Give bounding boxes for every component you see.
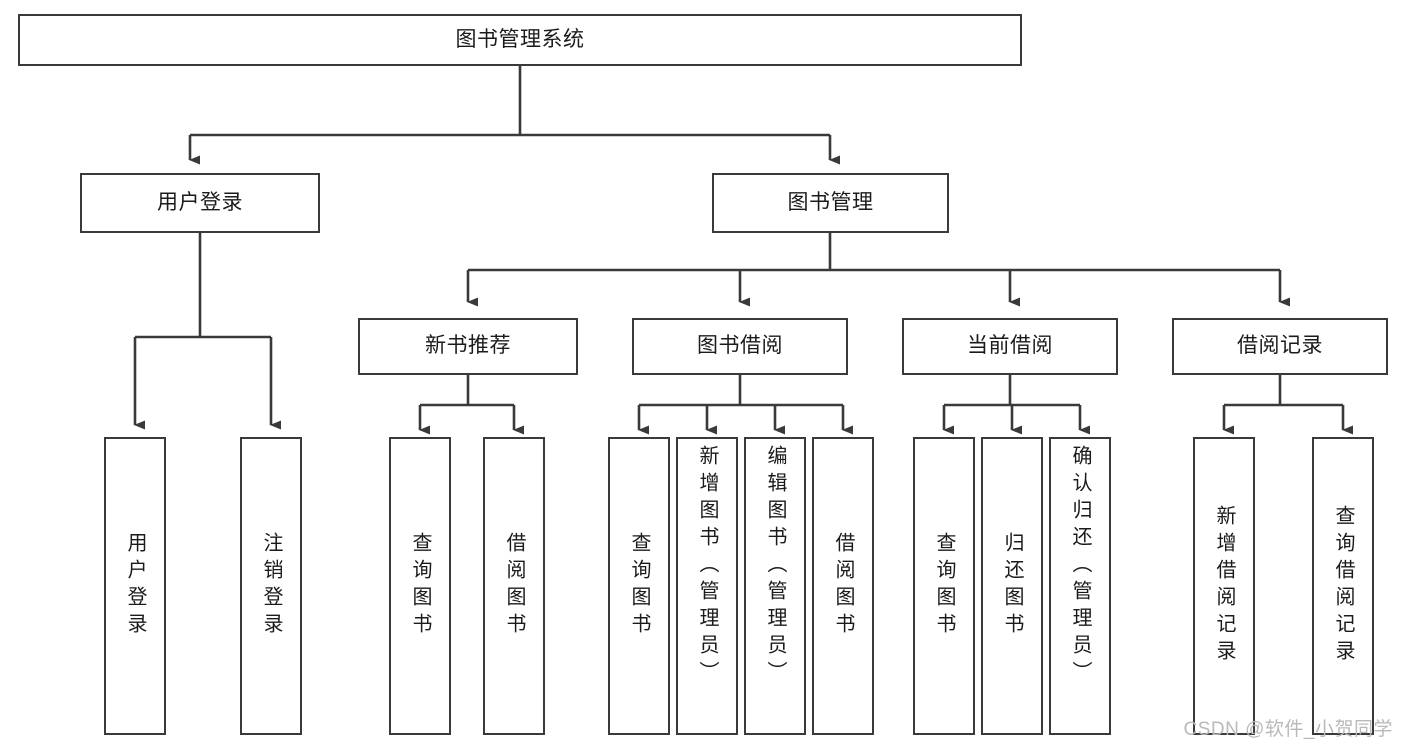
node-borrow-record-label: 借阅记录 xyxy=(1237,334,1323,358)
node-leaf-add-record[interactable]: 新增借阅记录 xyxy=(1193,437,1255,735)
node-leaf-query-book-3-label: 查询图书 xyxy=(933,532,955,640)
node-root-label: 图书管理系统 xyxy=(455,27,585,51)
node-new-book-recommend-label: 新书推荐 xyxy=(425,334,511,358)
node-leaf-query-record-label: 查询借阅记录 xyxy=(1332,505,1354,667)
node-leaf-confirm-return-label: 确认归还（管理员） xyxy=(1069,445,1091,688)
node-leaf-query-book-1[interactable]: 查询图书 xyxy=(389,437,451,735)
node-leaf-borrow-book-1-label: 借阅图书 xyxy=(503,532,525,640)
node-leaf-query-book-3[interactable]: 查询图书 xyxy=(913,437,975,735)
node-leaf-confirm-return[interactable]: 确认归还（管理员） xyxy=(1049,437,1111,735)
node-book-borrow-label: 图书借阅 xyxy=(697,334,783,358)
node-book-manage-label: 图书管理 xyxy=(787,190,874,214)
node-leaf-borrow-book-1[interactable]: 借阅图书 xyxy=(483,437,545,735)
node-leaf-user-login-label: 用户登录 xyxy=(124,532,146,640)
node-leaf-edit-book-label: 编辑图书（管理员） xyxy=(764,445,786,688)
node-book-borrow[interactable]: 图书借阅 xyxy=(632,318,848,375)
node-leaf-add-book[interactable]: 新增图书（管理员） xyxy=(676,437,738,735)
node-leaf-return-book[interactable]: 归还图书 xyxy=(981,437,1043,735)
node-new-book-recommend[interactable]: 新书推荐 xyxy=(358,318,578,375)
csdn-watermark: CSDN @软件_小贺同学 xyxy=(1183,719,1393,740)
node-leaf-logout-login-label: 注销登录 xyxy=(260,532,282,640)
node-borrow-record[interactable]: 借阅记录 xyxy=(1172,318,1388,375)
node-leaf-query-book-2[interactable]: 查询图书 xyxy=(608,437,670,735)
node-user-login[interactable]: 用户登录 xyxy=(80,173,320,233)
node-leaf-borrow-book-2-label: 借阅图书 xyxy=(832,532,854,640)
node-leaf-add-book-label: 新增图书（管理员） xyxy=(696,445,718,688)
node-user-login-label: 用户登录 xyxy=(157,190,243,214)
node-root-book-management-system[interactable]: 图书管理系统 xyxy=(18,14,1022,66)
node-current-borrow-label: 当前借阅 xyxy=(967,334,1053,358)
node-leaf-user-login[interactable]: 用户登录 xyxy=(104,437,166,735)
node-leaf-query-record[interactable]: 查询借阅记录 xyxy=(1312,437,1374,735)
node-book-manage[interactable]: 图书管理 xyxy=(712,173,949,233)
node-leaf-query-book-1-label: 查询图书 xyxy=(409,532,431,640)
node-current-borrow[interactable]: 当前借阅 xyxy=(902,318,1118,375)
node-leaf-logout-login[interactable]: 注销登录 xyxy=(240,437,302,735)
node-leaf-query-book-2-label: 查询图书 xyxy=(628,532,650,640)
node-leaf-borrow-book-2[interactable]: 借阅图书 xyxy=(812,437,874,735)
node-leaf-add-record-label: 新增借阅记录 xyxy=(1213,505,1235,667)
node-leaf-edit-book[interactable]: 编辑图书（管理员） xyxy=(744,437,806,735)
node-leaf-return-book-label: 归还图书 xyxy=(1001,532,1023,640)
